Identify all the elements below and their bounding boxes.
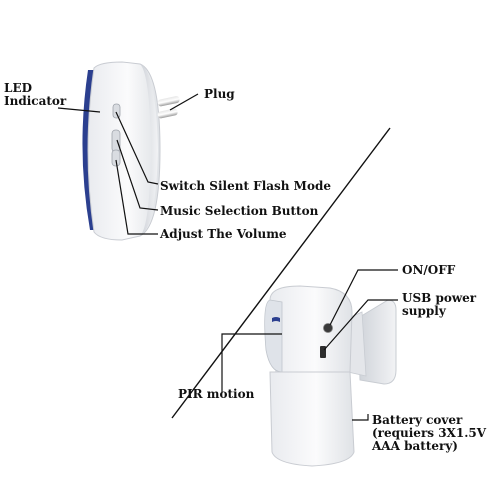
receiver-body <box>87 61 161 241</box>
label-led-indicator: LED Indicator <box>4 81 67 108</box>
leader-lines <box>57 93 398 421</box>
music-selection-button <box>111 129 121 153</box>
pir-sensor-unit <box>264 285 397 467</box>
label-switch-silent-flash-mode: Switch Silent Flash Mode <box>160 179 331 193</box>
divider-line <box>171 127 391 419</box>
on-off-switch <box>323 323 333 333</box>
battery-housing <box>269 371 355 467</box>
label-battery-cover: Battery cover (requiers 3X1.5V AAA batte… <box>372 413 487 453</box>
usb-port <box>320 346 326 358</box>
label-adjust-volume: Adjust The Volume <box>160 227 287 241</box>
label-plug: Plug <box>204 87 235 101</box>
volume-button <box>111 149 121 167</box>
label-pir-motion: PIR motion <box>178 387 255 401</box>
receiver-back <box>140 64 158 236</box>
label-music-selection-button: Music Selection Button <box>160 204 319 218</box>
label-usb-power-supply: USB power supply <box>402 291 477 318</box>
plug-pin-upper <box>157 96 180 107</box>
pir-lens <box>264 299 283 373</box>
label-on-off: ON/OFF <box>402 263 456 277</box>
wall-bracket <box>357 299 397 385</box>
switch-mode-button <box>112 103 121 119</box>
plug-pin-lower <box>157 108 178 119</box>
receiver-unit <box>82 61 180 241</box>
